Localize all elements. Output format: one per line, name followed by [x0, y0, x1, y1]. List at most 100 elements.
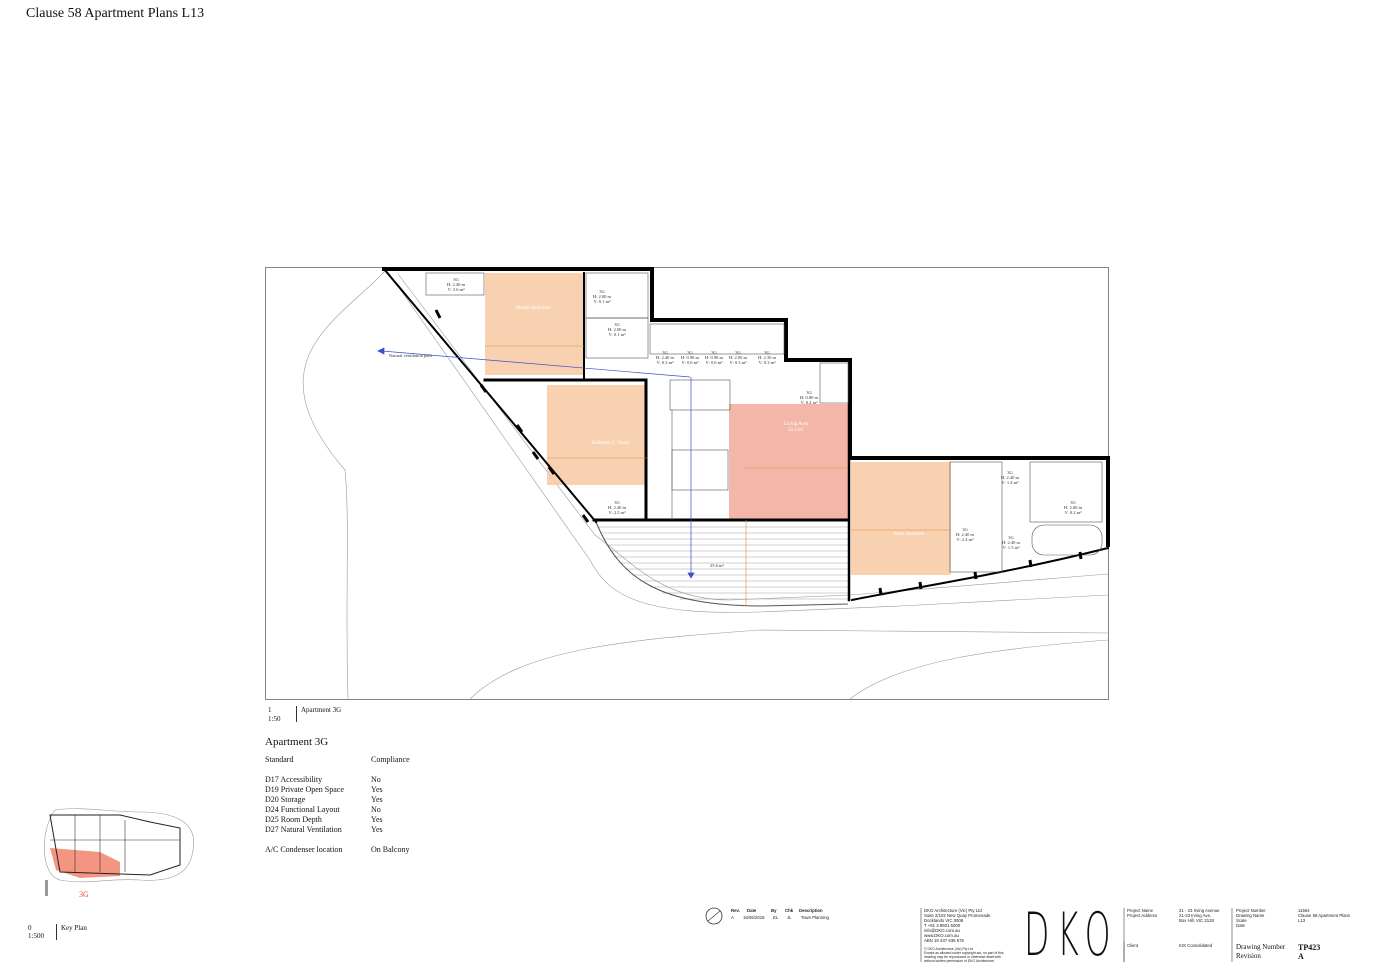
rev-header: By [771, 908, 777, 913]
storage-tags: 3GH: 2.40 mV: 3.6 m³ 3GH: 2.00 mV: 0.1 m… [447, 277, 1083, 550]
svg-text:H: 0.90 m: H: 0.90 m [681, 355, 700, 360]
room-label-living-area-size: 32.2 m² [788, 427, 804, 433]
storage-tag: 3GH: 2.40 mV: 2.5 m³ [608, 500, 627, 515]
svg-text:H: 2.40 m: H: 2.40 m [447, 282, 466, 287]
svg-text:3G: 3G [764, 350, 770, 355]
svg-text:V: 1.4 m³: V: 1.4 m³ [1002, 480, 1020, 485]
header-compliance: Compliance [371, 755, 410, 764]
meta-label: Date [1236, 923, 1246, 928]
balcony-edge [595, 521, 849, 607]
storage-tag: 3GH: 0.90 mV: 0.6 m³ [681, 350, 700, 365]
svg-text:V: 0.1 m³: V: 0.1 m³ [609, 332, 627, 337]
meta-value: L13 [1298, 918, 1306, 923]
svg-text:V: 0.1 m³: V: 0.1 m³ [594, 299, 612, 304]
internal-partitions [425, 272, 1103, 573]
svg-text:H: 0.90 m: H: 0.90 m [705, 355, 724, 360]
rev-cell: EL [773, 915, 779, 920]
meta-value: Clause 58 Apartment Plans [1298, 913, 1351, 918]
svg-text:H: 2.00 m: H: 2.00 m [593, 294, 612, 299]
key-plan-number: 0 [28, 924, 32, 932]
meta-labels: Project Number Drawing Name Scale Date [1236, 908, 1266, 928]
svg-text:3G: 3G [806, 390, 812, 395]
svg-text:V: 0.3 m³: V: 0.3 m³ [657, 360, 675, 365]
copyright-line: without written permission of DKO Archit… [924, 959, 995, 963]
balcony-area-label: 25.6 m² [710, 563, 725, 568]
compliance-cell: Yes [371, 815, 383, 824]
view-number: 1 [268, 706, 272, 714]
bedroom2-fill [547, 385, 647, 485]
standard-cell: D25 Room Depth [265, 815, 322, 824]
standard-cell: D19 Private Open Space [265, 785, 344, 794]
svg-text:V: 0.3 m³: V: 0.3 m³ [759, 360, 777, 365]
svg-text:H: 2.00 m: H: 2.00 m [1064, 505, 1083, 510]
room-labels: Master Bedroom Bedroom 2 / Study Living … [389, 306, 925, 568]
meta-values: 11564 Clause 58 Apartment Plans L13 [1298, 908, 1350, 923]
svg-text:3G: 3G [662, 350, 668, 355]
view-title: Apartment 3G [301, 706, 342, 714]
svg-text:H: 2.40 m: H: 2.40 m [1002, 540, 1021, 545]
ventilation-path [377, 347, 695, 579]
rev-cell: 15/06/2018 [743, 915, 765, 920]
ventilation-note: Natural ventilation path [389, 353, 432, 358]
firm-line: Docklands VIC 3008 [924, 918, 964, 923]
storage-tag: 3GH: 0.90 mV: 0.6 m³ [705, 350, 724, 365]
compliance-row: D20 Storage Yes [265, 795, 410, 805]
dko-logo: DKO [1024, 900, 1119, 970]
svg-text:V: 3.6 m³: V: 3.6 m³ [448, 287, 466, 292]
compliance-cell: No [371, 775, 381, 784]
standard-cell: D24 Functional Layout [265, 805, 340, 814]
svg-text:3G: 3G [1070, 500, 1076, 505]
drawing-number: TP423 [1298, 943, 1321, 952]
ac-label: A/C Condenser location [265, 845, 343, 854]
window-mullions [434, 309, 1083, 596]
rev-header: Chk [785, 908, 794, 913]
svg-text:V: 1.5 m³: V: 1.5 m³ [1003, 545, 1021, 550]
storage-tag: 3GH: 2.00 mV: 0.1 m³ [608, 322, 627, 337]
view-scale: 1:50 [268, 715, 281, 723]
meta-label: Project Number [1236, 908, 1266, 913]
room-label-main-bedroom: Main Bedroom [894, 532, 925, 537]
key-plan-drawing: 3G [44, 808, 194, 899]
svg-text:V: 0.2 m³: V: 0.2 m³ [1065, 510, 1083, 515]
page-title: Clause 58 Apartment Plans L13 [26, 6, 205, 21]
firm-line: Suite 2/102 New Quay Promenade [924, 913, 991, 918]
north-point-icon [705, 907, 723, 925]
standard-cell: D20 Storage [265, 795, 306, 804]
firm-details: DKO Architecture (Vic) Pty Ltd Suite 2/1… [924, 908, 990, 943]
walls [382, 267, 1110, 602]
project-value: 21-23 Irving Ave, [1179, 913, 1212, 918]
key-plan-title: Key Plan [61, 924, 87, 932]
plan-viewport-frame [265, 267, 1109, 700]
firm-line: ABN 19 437 636 576 [924, 938, 964, 943]
key-plan-divider [56, 924, 57, 940]
compliance-cell: Yes [371, 795, 383, 804]
svg-text:H: 2.40 m: H: 2.40 m [1001, 475, 1020, 480]
rev-header: Date [747, 908, 757, 913]
svg-text:V: 0.6 m³: V: 0.6 m³ [706, 360, 724, 365]
compliance-cell: No [371, 805, 381, 814]
compliance-row: D24 Functional Layout No [265, 805, 410, 815]
room-label-master-bedroom: Master Bedroom [516, 306, 550, 311]
rev-header: Description [799, 908, 823, 913]
copyright-line: Except as allowed under copyright act, n… [924, 951, 1004, 955]
drawing-number-label: Drawing Number [1236, 943, 1286, 951]
project-values: 21 - 23 Irving Avenue 21-23 Irving Ave, … [1179, 908, 1220, 923]
firm-line: DKO Architecture (Vic) Pty Ltd [924, 908, 982, 913]
revision-label: Revision [1236, 952, 1261, 960]
project-label: Project Address [1127, 913, 1158, 918]
revision-row: A 15/06/2018 EL JL Town Planning [731, 915, 829, 920]
svg-text:H: 2.00 m: H: 2.00 m [729, 355, 748, 360]
svg-text:V: 0.4 m³: V: 0.4 m³ [801, 400, 819, 405]
drawing-number-labels: Drawing Number Revision [1236, 943, 1285, 961]
storage-tag: 3GH: 2.40 mV: 0.3 m³ [656, 350, 675, 365]
copyright-note: © DKO Architecture (Vic) Pty Ltd Except … [924, 947, 1004, 963]
meta-label: Scale [1236, 918, 1247, 923]
main-bedroom-fill [851, 462, 951, 575]
room-depth-lines [485, 345, 951, 606]
project-label: Project Name [1127, 908, 1154, 913]
firm-line: T +61 3 8601 6000 [924, 923, 961, 928]
key-plan-apartment-label: 3G [79, 890, 89, 899]
